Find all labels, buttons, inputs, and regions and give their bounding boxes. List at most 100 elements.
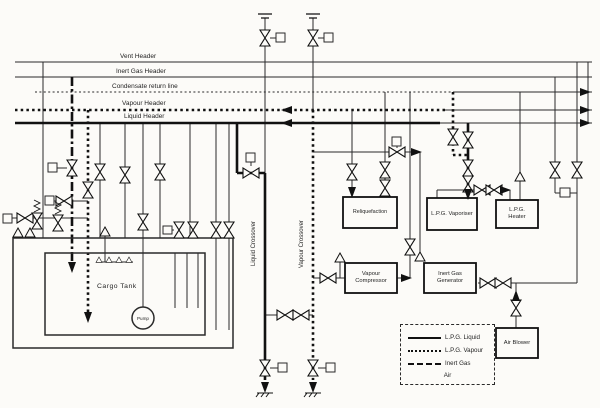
valve-icon [66,159,78,177]
valve-icon [137,213,149,231]
flow-arrow-icon [281,106,292,114]
actuator-icon [2,213,13,224]
valve-icon [379,161,391,179]
valve-icon [154,163,166,181]
cargo-tank-label: Cargo Tank [97,283,137,290]
spray-icon [95,256,103,263]
valve-icon [494,277,512,289]
cargo-tank-outline [44,252,206,336]
legend-label: Inert Gas [445,360,471,367]
lpg-heater-label: L.P.G. Heater [508,207,526,220]
valve-icon [404,238,416,256]
valve-icon [242,167,260,179]
legend-label: L.P.G. Liquid [445,334,480,341]
reliquefaction-label: Reliquefaction [352,209,388,215]
lpg-liquid-line-sample [408,336,441,339]
vapour-compressor-box [344,262,398,294]
inert-gas-generator-box [423,262,477,294]
spray-icon [115,256,123,263]
lpg-vapour-line-sample [408,349,441,352]
valve-icon [571,161,583,179]
vent-header-label: Vent Header [120,53,157,60]
inert-gas-line-sample [408,362,441,365]
check-icon [514,171,526,182]
vent-mast-icon [257,13,273,19]
legend-row: Inert Gas [408,360,470,367]
ground-icon [303,392,322,398]
liquid-header-label: Liquid Header [124,113,165,120]
actuator-icon [47,162,58,173]
valve-icon [210,221,222,239]
actuator-icon [275,32,286,43]
actuator-icon [245,152,256,163]
vapour-header-label: Vapour Header [122,100,166,107]
actuator-icons [2,32,571,373]
liquid-crossover-label: Liquid Crossover [251,220,257,266]
pump-icon [131,306,155,330]
equipment-boxes [342,196,539,359]
valve-icon [119,166,131,184]
relief-valve-icon [53,202,63,231]
check-icon [12,227,24,238]
actuator-icon [391,136,402,147]
spray-icon [105,256,113,263]
valve-icon [462,159,474,177]
lpg-vaporiser-box [426,197,478,231]
valve-icon [173,221,185,239]
legend-label-air: Air [443,372,452,379]
actuator-icon [323,32,334,43]
valve-icon [307,29,319,47]
flow-arrow-icon [580,106,591,114]
actuator-icon [277,362,288,373]
flow-arrow-icon [500,186,511,194]
valve-icon [276,309,294,321]
valve-icon [82,181,94,199]
spray-icon [125,256,133,263]
valve-icon [292,309,310,321]
valve-icon [462,131,474,149]
actuator-icon [44,195,55,206]
check-icon [334,252,346,263]
valve-icon [379,179,391,197]
valve-icon [346,163,358,181]
ground-icons [255,392,322,398]
legend-label: L.P.G. Vapour [445,347,483,354]
legend-row: L.P.G. Vapour [408,347,483,354]
relief-valve-icon [32,200,42,229]
valve-icon [259,29,271,47]
vent-mast-icon [305,13,321,19]
check-icon [99,226,111,237]
valve-icon [55,195,73,207]
flow-arrow-icon [580,119,591,127]
valve-icon [510,299,522,317]
legend-row: L.P.G. Liquid [408,334,480,341]
actuator-icon [559,187,571,198]
actuator-icon [162,225,173,235]
valve-icon [259,359,271,377]
cargo-hold-outline [12,237,234,349]
valve-icon [94,163,106,181]
air-blower-label: Air Blower [503,339,531,346]
flow-arrow-icon [84,312,92,323]
flow-arrow-icon [281,119,292,127]
valve-icon [549,161,561,179]
flow-arrow-icon [68,262,76,273]
flow-arrow-icon [309,382,317,393]
air-blower-box [495,327,539,359]
valve-icon [307,359,319,377]
check-icon [414,251,426,262]
reliquefaction-box [342,196,398,229]
vapour-crossover-label: Vapour Crossover [299,220,305,268]
flow-arrow-icon [261,382,269,393]
lpg-vaporiser-label: L.P.G. Vaporiser [431,210,473,217]
valve-icon [479,277,497,289]
valve-icon [223,221,235,239]
legend-box: L.P.G. Liquid L.P.G. Vapour Inert Gas Ai… [400,324,495,385]
valve-icon [319,272,337,284]
valve-icon [447,128,459,146]
valve-icon [388,146,406,158]
flow-arrow-icon [580,88,591,96]
flow-arrow-icon [512,290,520,301]
